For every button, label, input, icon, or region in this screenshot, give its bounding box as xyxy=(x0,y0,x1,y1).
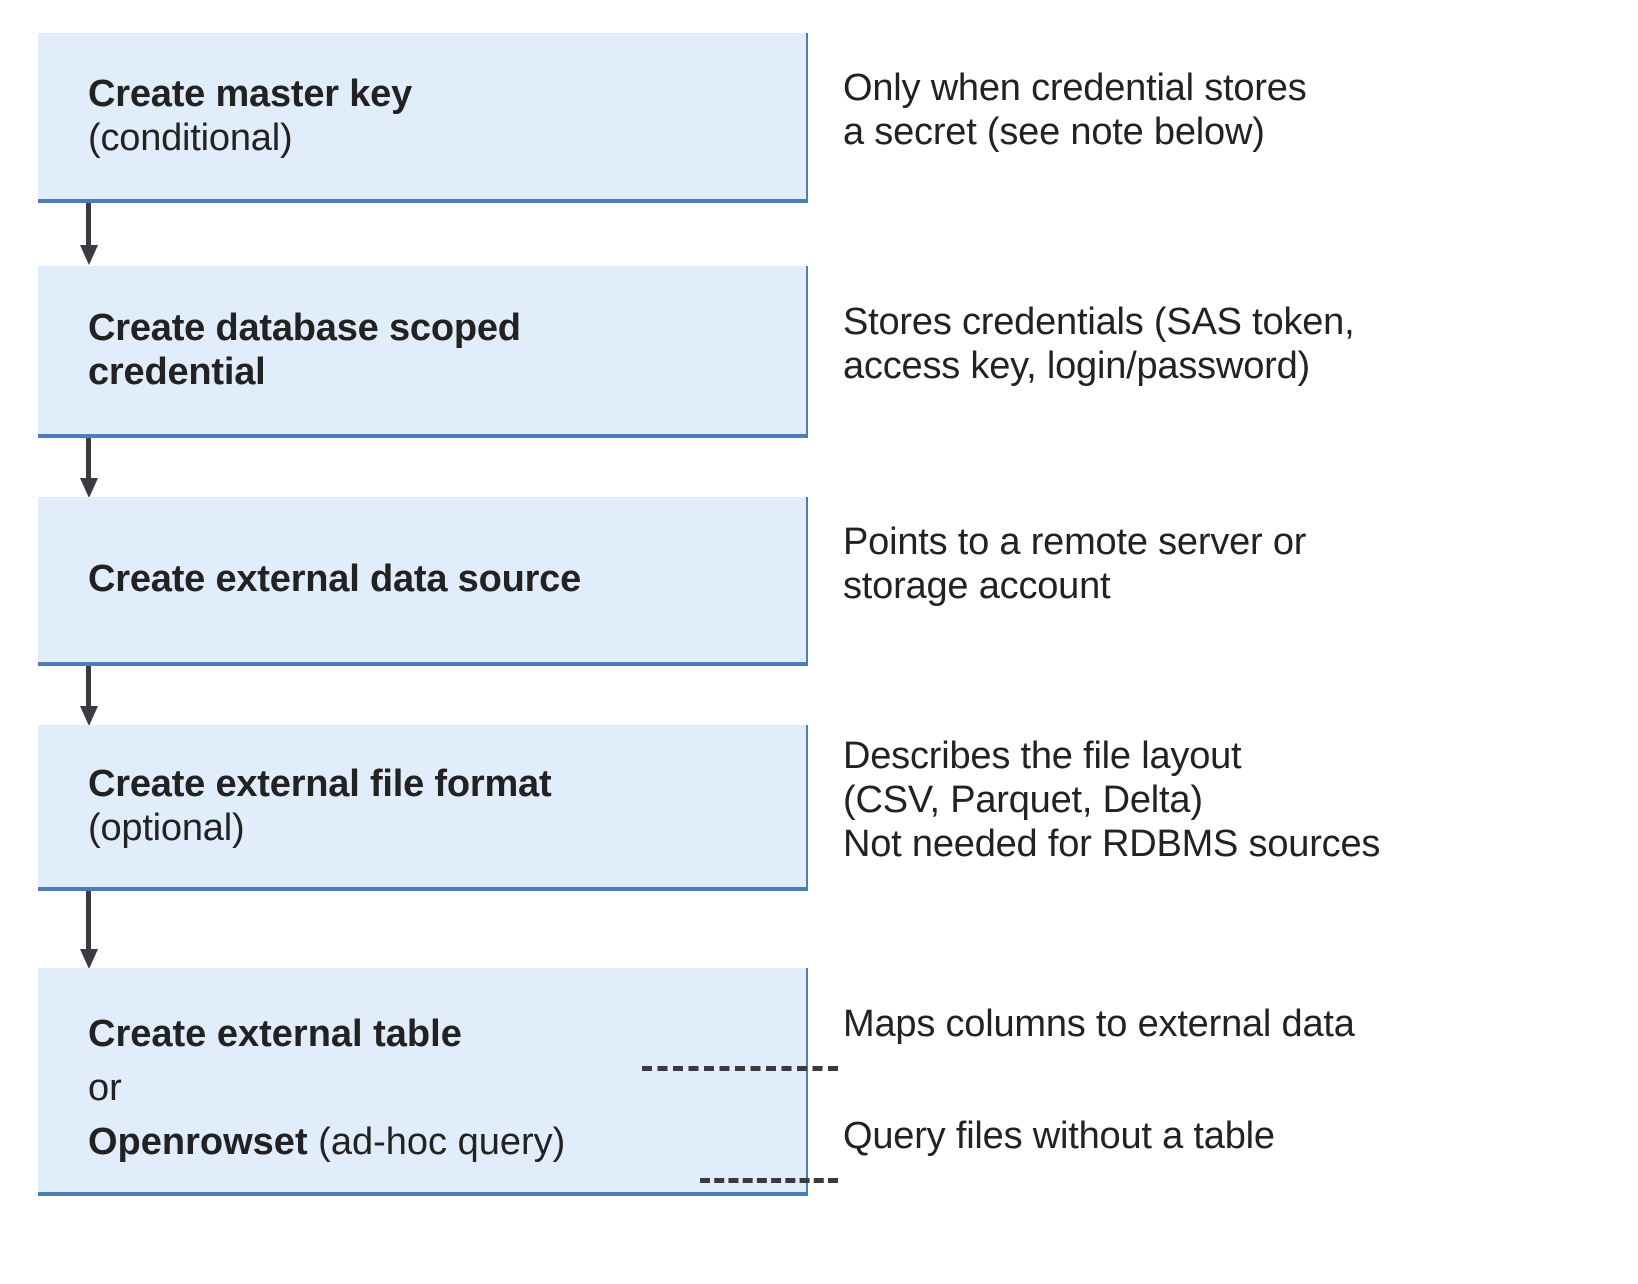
arrow-shaft xyxy=(86,438,91,478)
note-line: Query files without a table xyxy=(843,1115,1275,1157)
step-title-external-table: Create external table xyxy=(88,1012,792,1056)
note-line: Points to a remote server or xyxy=(843,521,1307,563)
arrow-head xyxy=(80,706,98,726)
step-box-scoped-credential: Create database scoped credential xyxy=(38,266,808,438)
note-line: access key, login/password) xyxy=(843,345,1310,388)
note-line: Stores credentials (SAS token, xyxy=(843,301,1355,343)
note-line: storage account xyxy=(843,565,1111,608)
step-title-scoped-credential: Create database scoped xyxy=(88,306,521,349)
note-line: Maps columns to external data xyxy=(843,1003,1355,1045)
arrow-shaft xyxy=(86,203,91,245)
arrow-down-icon xyxy=(80,891,98,969)
step-title-file-format: Create external file format xyxy=(88,762,552,805)
arrow-head xyxy=(80,478,98,498)
step-subtitle-master-key: (conditional) xyxy=(88,117,293,159)
dashed-connector-external-table xyxy=(642,1066,838,1071)
step-box-data-source: Create external data source xyxy=(38,497,808,666)
arrow-down-icon xyxy=(80,438,98,498)
note-line: (CSV, Parquet, Delta) xyxy=(843,779,1203,822)
arrow-down-icon xyxy=(80,203,98,265)
step-title-data-source: Create external data source xyxy=(88,558,582,601)
arrow-shaft xyxy=(86,666,91,706)
step-box-file-format: Create external file format (optional) xyxy=(38,725,808,891)
note-external-table: Maps columns to external data xyxy=(843,1002,1355,1046)
step-title-openrowset-suffix: (ad-hoc query) xyxy=(307,1121,566,1164)
step-subtitle-file-format: (optional) xyxy=(88,807,245,849)
note-scoped-credential: Stores credentials (SAS token, access ke… xyxy=(843,300,1355,388)
note-openrowset: Query files without a table xyxy=(843,1114,1275,1158)
step-title-openrowset-text: Openrowset xyxy=(88,1121,308,1164)
arrow-head xyxy=(80,949,98,969)
note-data-source: Points to a remote server or storage acc… xyxy=(843,520,1306,608)
arrow-head xyxy=(80,245,98,265)
note-line: Describes the file layout xyxy=(843,735,1242,777)
step-title-scoped-credential-line2: credential xyxy=(88,351,266,393)
arrow-shaft xyxy=(86,891,91,949)
step-title-master-key: Create master key xyxy=(88,72,413,115)
step-separator-or: or xyxy=(88,1066,122,1109)
step-title-openrowset: Openrowset (ad-hoc query) xyxy=(88,1120,792,1164)
note-line: a secret (see note below) xyxy=(843,111,1265,154)
step-box-master-key: Create master key (conditional) xyxy=(38,33,808,203)
step-title-external-table-text: Create external table xyxy=(88,1012,462,1055)
note-line: Not needed for RDBMS sources xyxy=(843,823,1381,866)
note-master-key: Only when credential stores a secret (se… xyxy=(843,66,1307,154)
note-line: Only when credential stores xyxy=(843,67,1307,109)
dashed-connector-openrowset xyxy=(700,1178,838,1183)
arrow-down-icon xyxy=(80,666,98,726)
note-file-format: Describes the file layout (CSV, Parquet,… xyxy=(843,734,1380,866)
step-box-external-table: Create external table or Openrowset (ad-… xyxy=(38,968,808,1196)
